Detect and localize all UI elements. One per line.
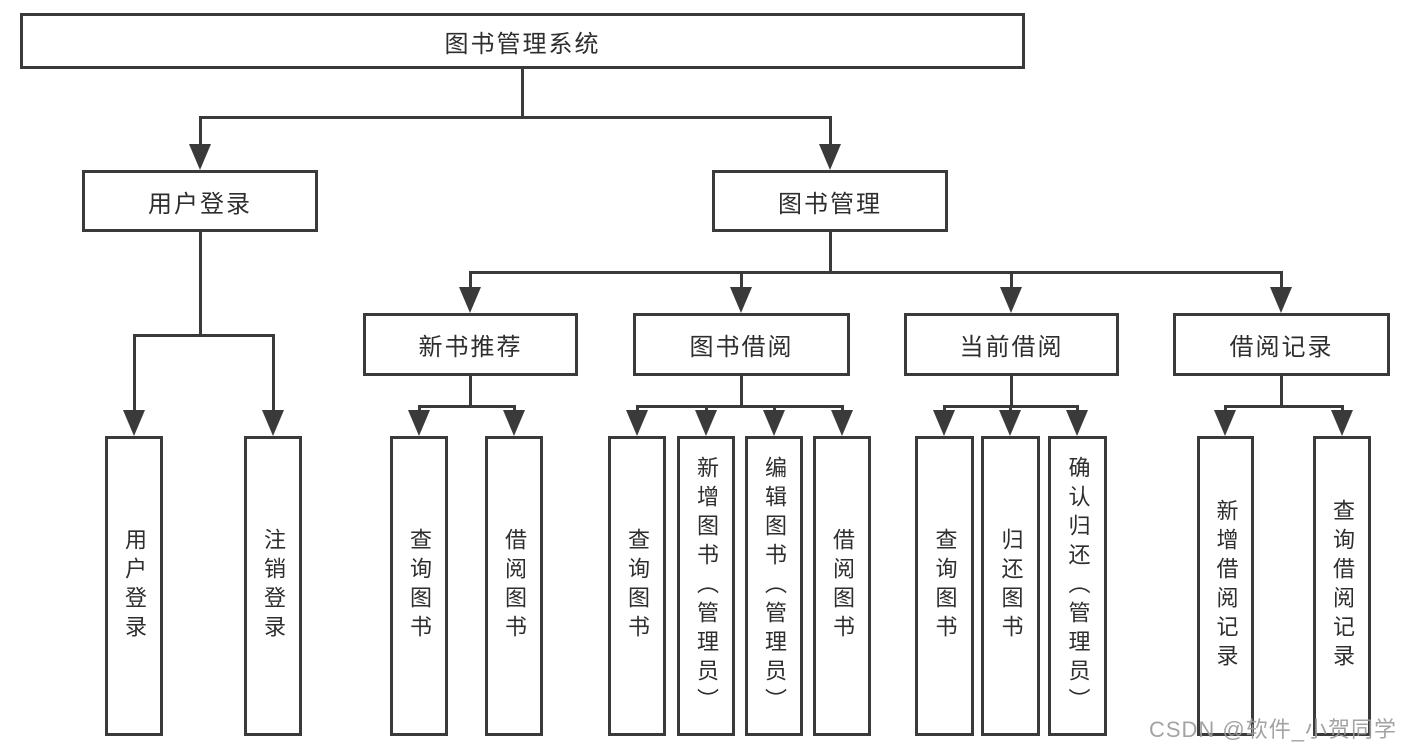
connector-line <box>198 232 202 337</box>
node-label: 新增图书（管理员） <box>694 455 719 717</box>
node-label: 用户登录 <box>148 190 252 218</box>
connector-line <box>198 117 202 150</box>
node-label: 查询图书 <box>407 528 432 644</box>
arrowhead-down-icon <box>999 410 1021 436</box>
node-borrowing-records: 借阅记录 <box>1173 313 1390 376</box>
connector-line <box>635 404 844 408</box>
arrowhead-down-icon <box>626 410 648 436</box>
arrowhead-down-icon <box>123 410 145 436</box>
node-leaf-add-borrow-record: 新增借阅记录 <box>1197 436 1254 736</box>
node-label: 图书管理 <box>778 190 882 218</box>
node-leaf-return-books: 归还图书 <box>981 436 1040 736</box>
node-label: 新增借阅记录 <box>1213 499 1239 673</box>
node-label: 新书推荐 <box>418 334 523 361</box>
node-leaf-query-borrow-record: 查询借阅记录 <box>1313 436 1371 736</box>
connector-line <box>1279 376 1283 408</box>
arrowhead-down-icon <box>1331 410 1353 436</box>
node-system-root: 图书管理系统 <box>20 13 1025 69</box>
arrowhead-down-icon <box>1214 410 1236 436</box>
node-label: 归还图书 <box>998 528 1024 644</box>
node-leaf-query-books-2: 查询图书 <box>608 436 666 736</box>
arrowhead-down-icon <box>459 287 481 313</box>
arrowhead-down-icon <box>730 287 752 313</box>
node-label: 注销登录 <box>261 528 286 644</box>
node-label: 查询借阅记录 <box>1330 499 1355 673</box>
arrowhead-down-icon <box>1066 410 1088 436</box>
arrowhead-down-icon <box>763 410 785 436</box>
connector-line <box>1223 404 1344 408</box>
node-label: 当前借阅 <box>959 334 1064 361</box>
node-label: 查询图书 <box>932 528 958 644</box>
arrowhead-down-icon <box>1270 287 1292 313</box>
connector-line <box>520 69 524 119</box>
arrowhead-down-icon <box>408 410 430 436</box>
node-leaf-edit-books-admin: 编辑图书（管理员） <box>745 436 803 736</box>
node-leaf-add-books-admin: 新增图书（管理员） <box>677 436 735 736</box>
node-label: 确认归还（管理员） <box>1065 455 1091 717</box>
node-label: 用户登录 <box>122 528 147 644</box>
node-leaf-confirm-return-admin: 确认归还（管理员） <box>1048 436 1107 736</box>
node-leaf-borrow-books-1: 借阅图书 <box>485 436 543 736</box>
node-label: 借阅图书 <box>830 528 855 644</box>
arrowhead-down-icon <box>695 410 717 436</box>
node-leaf-logout: 注销登录 <box>244 436 302 736</box>
node-new-book-recommend: 新书推荐 <box>363 313 578 376</box>
node-label: 借阅图书 <box>502 528 527 644</box>
arrowhead-down-icon <box>819 144 841 170</box>
node-label: 图书借阅 <box>689 334 794 361</box>
connector-line <box>1279 272 1283 293</box>
arrowhead-down-icon <box>262 410 284 436</box>
connector-line <box>739 272 743 293</box>
connector-line <box>271 335 275 416</box>
node-leaf-borrow-books-2: 借阅图书 <box>813 436 871 736</box>
arrowhead-down-icon <box>831 410 853 436</box>
node-leaf-query-books-3: 查询图书 <box>915 436 974 736</box>
connector-line <box>417 404 516 408</box>
node-book-management-branch: 图书管理 <box>712 170 948 232</box>
connector-line <box>468 272 472 293</box>
watermark: CSDN @软件_小贺同学 <box>1148 717 1397 742</box>
connector-line <box>468 270 1283 274</box>
connector-line <box>1009 376 1013 408</box>
connector-line <box>828 117 832 150</box>
arrowhead-down-icon <box>189 144 211 170</box>
arrowhead-down-icon <box>1000 287 1022 313</box>
node-user-login-branch: 用户登录 <box>82 170 318 232</box>
connector-line <box>1009 272 1013 293</box>
connector-line <box>198 115 832 119</box>
node-leaf-user-login: 用户登录 <box>105 436 163 736</box>
node-label: 编辑图书（管理员） <box>762 455 787 717</box>
connector-line <box>468 376 472 408</box>
arrowhead-down-icon <box>933 410 955 436</box>
node-label: 借阅记录 <box>1229 334 1334 361</box>
connector-line <box>739 376 743 408</box>
connector-line <box>132 333 275 337</box>
node-label: 图书管理系统 <box>444 30 601 58</box>
node-label: 查询图书 <box>625 528 650 644</box>
connector-line <box>828 232 832 274</box>
node-book-borrowing: 图书借阅 <box>633 313 850 376</box>
node-leaf-query-books-1: 查询图书 <box>390 436 448 736</box>
arrowhead-down-icon <box>503 410 525 436</box>
node-current-borrowing: 当前借阅 <box>904 313 1119 376</box>
connector-line <box>132 335 136 416</box>
